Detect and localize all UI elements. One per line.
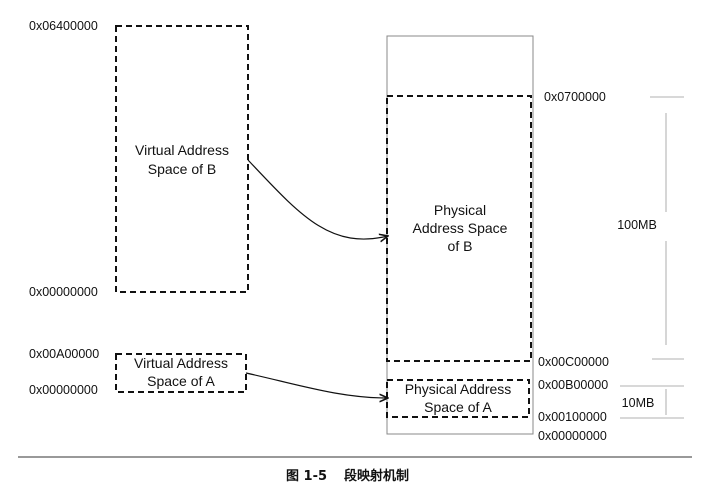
mapping-arrow-b	[247, 159, 388, 239]
figure-number: 图 1-5	[286, 469, 327, 484]
physical-space-b-label-line3: of B	[448, 238, 473, 254]
virtual-space-a-label-line1: Virtual Address	[134, 355, 228, 371]
physical-space-a-label-line1: Physical Address	[405, 381, 512, 397]
mapping-arrow-a	[245, 372, 388, 398]
figure-title: 段映射机制	[344, 468, 409, 484]
physical-space-b-label-line2: Address Space	[413, 220, 508, 236]
virtual-space-a-bottom-address: 0x00000000	[29, 383, 98, 397]
virtual-space-a-top-address: 0x00A00000	[29, 347, 99, 361]
virtual-space-a-box	[115, 353, 247, 393]
virtual-space-b-bottom-address: 0x00000000	[29, 285, 98, 299]
virtual-space-b-label-line2: Space of B	[148, 161, 217, 177]
physical-space-b-bottom-address: 0x00C00000	[538, 355, 609, 369]
physical-space-a-box	[386, 379, 530, 418]
physical-space-b-label-line1: Physical	[434, 202, 486, 218]
size-100mb-label: 100MB	[617, 218, 657, 232]
virtual-space-b-box	[115, 25, 249, 293]
physical-space-b-box	[386, 95, 532, 362]
physical-memory-bottom-address: 0x00000000	[538, 429, 607, 443]
physical-space-a-bottom-address: 0x00100000	[538, 410, 607, 424]
virtual-space-b-label-line1: Virtual Address	[135, 142, 229, 158]
physical-space-a-top-address: 0x00B00000	[538, 378, 608, 392]
size-10mb-label: 10MB	[622, 396, 655, 410]
physical-space-b-top-address: 0x0700000	[544, 90, 606, 104]
virtual-space-a-label-line2: Space of A	[147, 373, 215, 389]
physical-space-a-label-line2: Space of A	[424, 399, 492, 415]
virtual-space-b-top-address: 0x06400000	[29, 19, 98, 33]
